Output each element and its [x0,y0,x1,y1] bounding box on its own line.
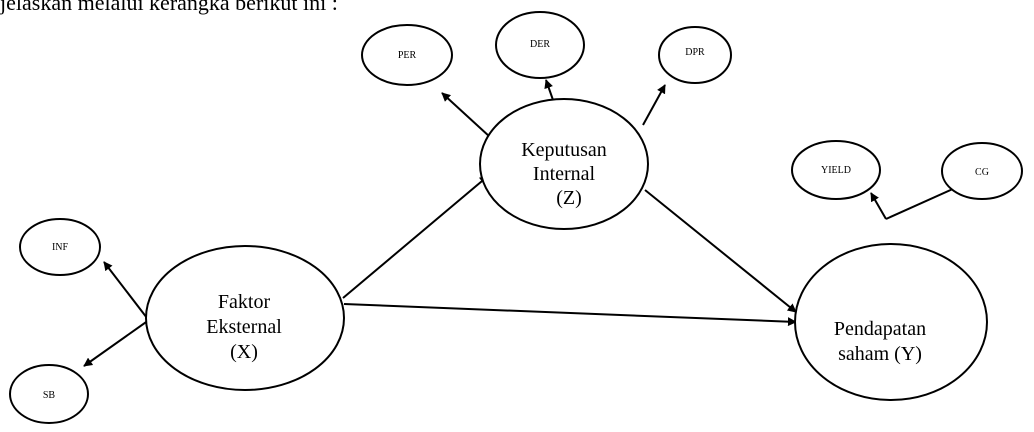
faktor-line3: (X) [230,341,258,363]
node-inf-label: INF [52,242,69,253]
node-sb-label: SB [43,390,56,401]
node-dpr: DPR [658,26,732,84]
edge-z-to-dpr [642,84,666,126]
node-sb: SB [9,364,89,424]
edge-x-to-y [343,303,797,327]
node-faktor-eksternal: Faktor Eksternal (X) [145,245,345,391]
node-der: DER [495,11,585,79]
pendapatan-line2: saham (Y) [838,343,922,365]
edge-x-to-z [342,175,489,299]
node-pendapatan-saham: Pendapatan saham (Y) [794,243,988,401]
node-yield: YIELD [791,140,881,200]
node-keputusan-internal: Keputusan Internal (Z) [479,98,649,230]
node-cg: CG [941,142,1023,200]
node-per: PER [361,24,453,86]
pendapatan-line1: Pendapatan [834,318,926,340]
node-yield-label: YIELD [821,165,851,176]
edge-z-to-per [441,92,491,138]
edge-z-to-der [544,79,554,101]
node-cg-label: CG [975,167,989,178]
node-inf: INF [19,218,101,276]
caption-text: jelaskan melalui kerangka berikut ini : [0,0,338,15]
keputusan-line2: Internal [533,163,596,185]
faktor-line2: Eksternal [206,316,282,338]
edge-x-to-sb [83,319,150,367]
edge-y-to-yield [870,192,887,220]
node-dpr-label: DPR [685,47,705,58]
keputusan-line3: (Z) [556,187,582,209]
edge-z-to-y [644,189,797,313]
node-der-label: DER [530,39,550,50]
node-per-label: PER [398,50,417,61]
edge-x-to-inf [103,261,148,319]
faktor-line1: Faktor [218,291,271,313]
keputusan-line1: Keputusan [521,139,607,161]
